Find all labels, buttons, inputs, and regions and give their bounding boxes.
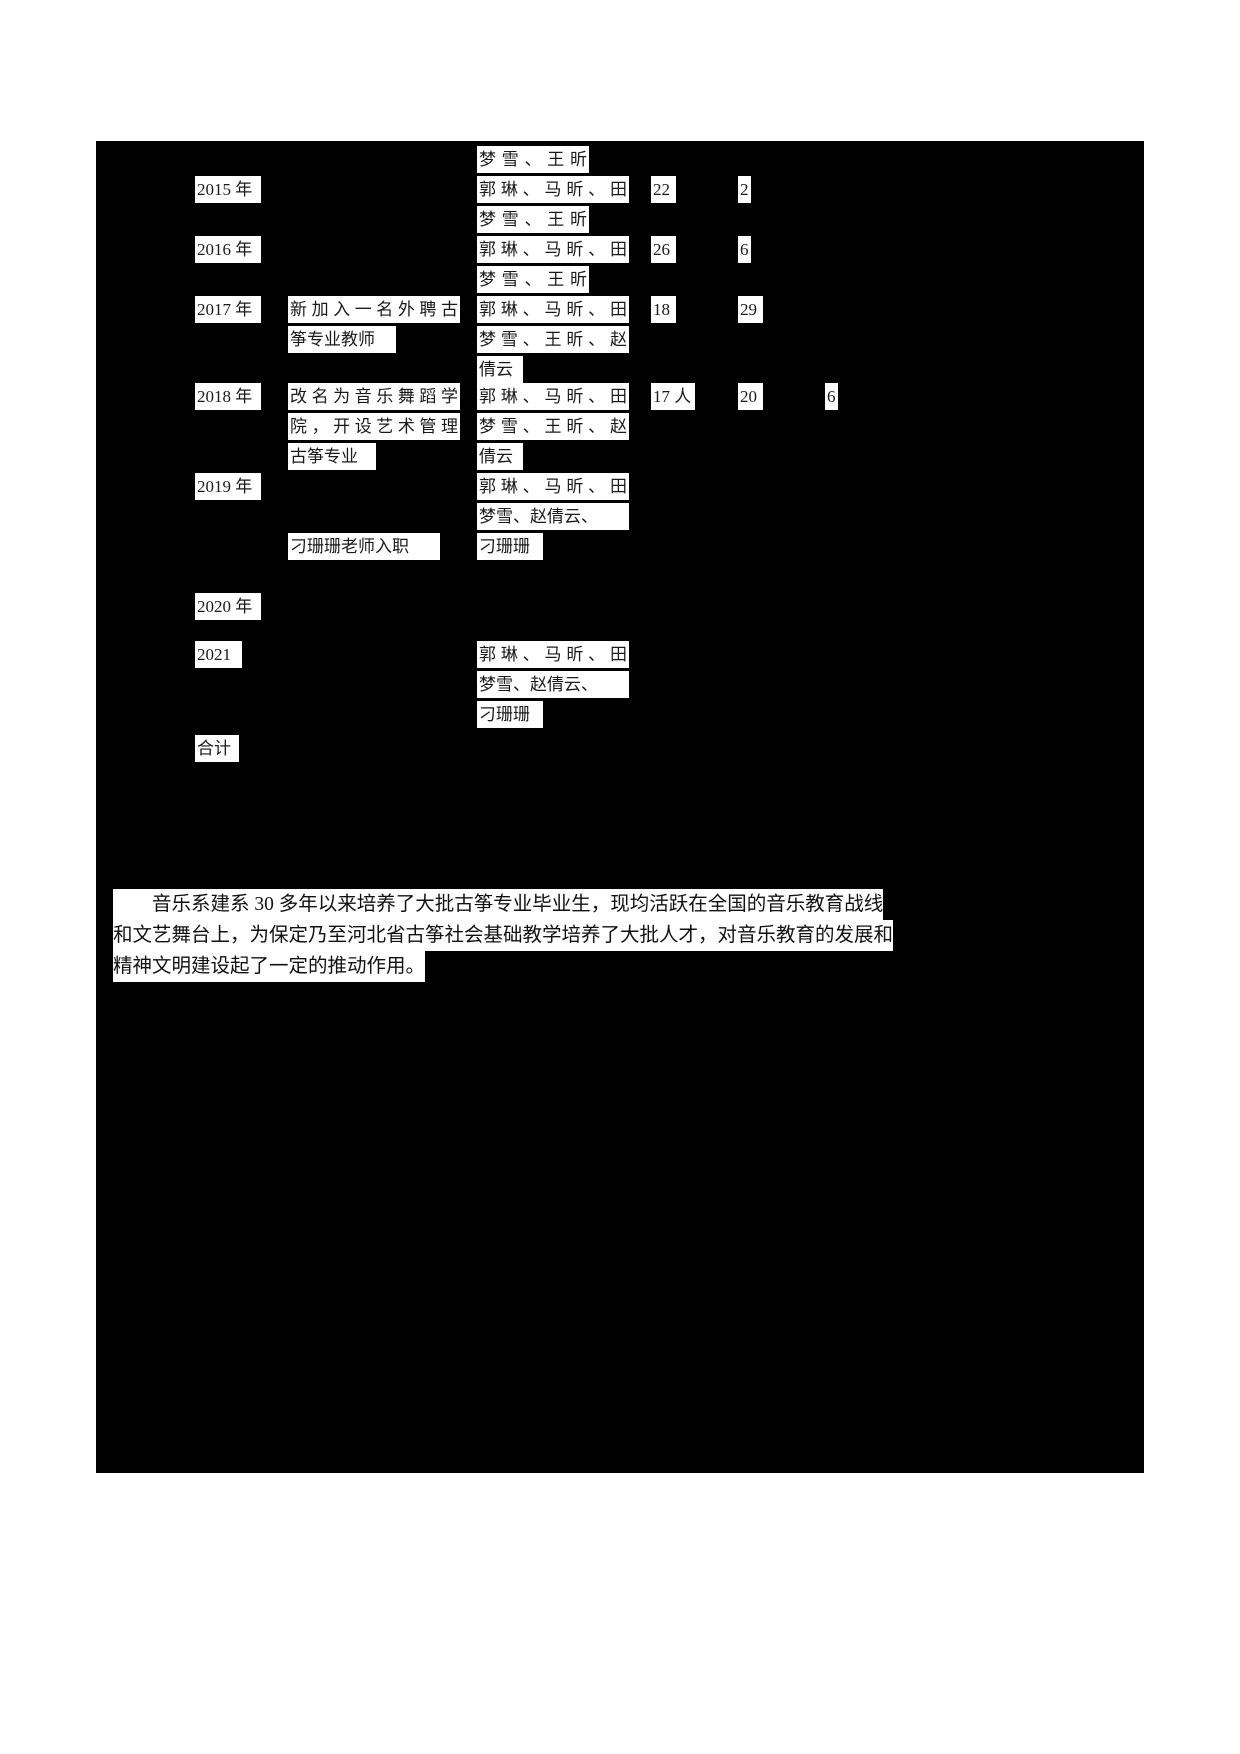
table-cell-teachers: 梦雪、赵倩云、 bbox=[477, 671, 629, 698]
table-cell-year: 2016 年 bbox=[195, 236, 261, 263]
table-cell-total-label: 合计 bbox=[195, 735, 239, 762]
table-cell-year: 2020 年 bbox=[195, 593, 261, 620]
table-cell-event: 改名为音乐舞蹈学 bbox=[288, 383, 460, 410]
table-cell-value: 17 人 bbox=[651, 383, 695, 410]
table-cell-teachers: 刁珊珊 bbox=[477, 533, 543, 560]
table-cell-year: 2015 年 bbox=[195, 176, 261, 203]
table-cell-event: 古筝专业 bbox=[288, 443, 376, 470]
table-cell-teachers: 倩云 bbox=[477, 443, 523, 470]
table-cell-value: 18 bbox=[651, 296, 676, 323]
table-cell-value: 6 bbox=[825, 383, 838, 410]
table-cell-value: 29 bbox=[738, 296, 763, 323]
table-cell-year: 2021 bbox=[195, 641, 242, 668]
table-cell-event: 新加入一名外聘古 bbox=[288, 296, 460, 323]
table-cell-teachers: 郭琳、马昕、田 bbox=[477, 236, 629, 263]
table-cell-teachers: 刁珊珊 bbox=[477, 701, 543, 728]
table-cell-teachers: 梦雪、王昕、赵 bbox=[477, 326, 629, 353]
table-cell-value: 6 bbox=[738, 236, 751, 263]
paragraph-line-2: 和文艺舞台上，为保定乃至河北省古筝社会基础教学培养了大批人才，对音乐教育的发展和 bbox=[113, 920, 894, 951]
paragraph-line-1: 音乐系建系 30 多年以来培养了大批古筝专业毕业生，现均活跃在全国的音乐教育战线 bbox=[113, 889, 884, 920]
table-cell-year: 2017 年 bbox=[195, 296, 261, 323]
table-cell-teachers: 郭琳、马昕、田 bbox=[477, 383, 629, 410]
table-cell-teachers: 郭琳、马昕、田 bbox=[477, 473, 629, 500]
table-cell-value: 26 bbox=[651, 236, 676, 263]
table-cell-event: 刁珊珊老师入职 bbox=[288, 533, 440, 560]
table-cell-value: 22 bbox=[651, 176, 676, 203]
table-cell-teachers: 梦雪、王昕 bbox=[477, 266, 589, 293]
table-cell-event: 筝专业教师 bbox=[288, 326, 396, 353]
table-cell-teachers: 倩云 bbox=[477, 356, 523, 383]
table-cell-teachers: 梦雪、王昕、赵 bbox=[477, 413, 629, 440]
table-cell-year: 2019 年 bbox=[195, 473, 261, 500]
table-cell-value: 2 bbox=[738, 176, 751, 203]
table-cell-teachers: 梦雪、王昕 bbox=[477, 206, 589, 233]
paragraph-line-3: 精神文明建设起了一定的推动作用。 bbox=[113, 951, 426, 982]
table-cell-event: 院，开设艺术管理 bbox=[288, 413, 460, 440]
table-cell-teachers: 郭琳、马昕、田 bbox=[477, 296, 629, 323]
table-cell-value: 20 bbox=[738, 383, 763, 410]
table-cell-teachers: 郭琳、马昕、田 bbox=[477, 176, 629, 203]
page-ink-area bbox=[96, 141, 1144, 1473]
body-paragraph: 音乐系建系 30 多年以来培养了大批古筝专业毕业生，现均活跃在全国的音乐教育战线… bbox=[113, 889, 1133, 982]
table-cell-teachers: 梦雪、王昕 bbox=[477, 146, 589, 173]
table-cell-year: 2018 年 bbox=[195, 383, 261, 410]
table-cell-teachers: 郭琳、马昕、田 bbox=[477, 641, 629, 668]
table-cell-teachers: 梦雪、赵倩云、 bbox=[477, 503, 629, 530]
